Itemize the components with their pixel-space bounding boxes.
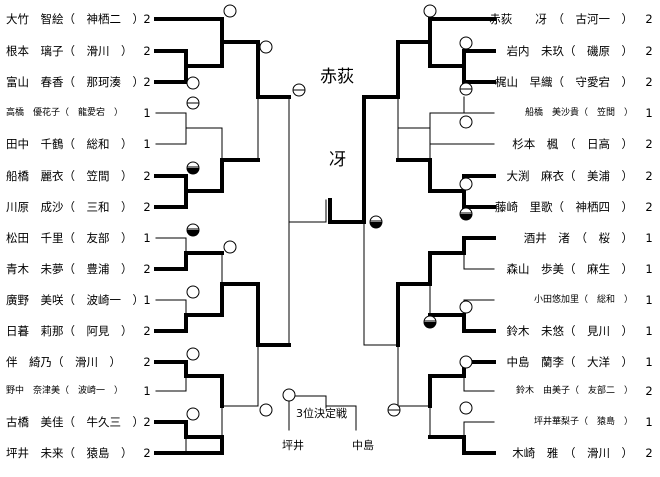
win-mark-icon [459,355,473,369]
right-player-3: 梶山 早織（ 守愛宕 ） [495,75,633,89]
third-place-title: 3位決定戦 [296,407,347,420]
win-mark-icon [459,115,473,129]
win-mark-icon [223,4,237,18]
half-win-mark-icon [459,207,473,221]
right-player-5: 杉本 楓 （ 日高 ） [512,137,633,151]
right-player-11: 鈴木 未悠（ 見川 ） [506,324,634,338]
left-player-10: 廣野 美咲（ 波崎一 ） [6,293,144,307]
left-player-score-10: 1 [143,293,151,307]
win-mark-icon [459,36,473,50]
left-player-12: 伴 綺乃（ 滑川 ） [6,355,121,369]
right-player-score-3: 2 [645,75,653,89]
right-player-15: 木崎 雅 （ 滑川 ） [512,446,633,460]
left-player-score-2: 2 [143,44,151,58]
left-player-5: 田中 千鶴（ 総和 ） [6,137,133,151]
right-player-6: 大渕 麻衣（ 美浦 ） [506,169,634,183]
right-player-12: 中島 蘭李（ 大洋 ） [506,355,634,369]
win-mark-icon [259,403,273,417]
left-player-6: 船橋 麗衣（ 笠間 ） [6,169,133,183]
left-player-score-15: 2 [143,446,151,460]
win-mark-icon [459,300,473,314]
win-mark-icon [223,240,237,254]
right-player-score-2: 2 [645,44,653,58]
left-player-14: 古橋 美佳（ 牛久三 ） [6,415,144,429]
third-place-right-name: 中島 [352,439,374,452]
win-mark-icon [259,40,273,54]
score-minus-mark-icon [387,403,401,417]
right-player-1: 赤荻 冴 （ 古河一 ） [489,12,633,26]
left-player-score-5: 1 [143,137,151,151]
half-win-mark-icon [423,315,437,329]
right-player-7: 藤崎 里歌（ 神栖四 ） [495,200,633,214]
right-player-score-1: 2 [645,12,653,26]
score-minus-mark-icon [186,96,200,110]
third-place-left-name: 坪井 [282,439,304,452]
left-player-3: 富山 春香（ 那珂湊 ） [6,75,144,89]
right-player-4: 船橋 美沙貴（ 笠間 ） [524,108,633,118]
right-player-9: 森山 歩美（ 麻生 ） [506,262,634,276]
right-player-10: 小田悠加里（ 総和 ） [533,295,633,305]
win-mark-icon [282,388,296,402]
win-mark-icon [423,4,437,18]
right-player-2: 岩内 未玖（ 磯原 ） [506,44,634,58]
right-player-score-4: 1 [645,106,653,120]
right-player-score-6: 2 [645,169,653,183]
half-win-mark-icon [186,161,200,175]
right-player-14: 坪井華梨子（ 猿島 ） [533,417,633,427]
left-player-11: 日暮 莉那（ 阿見 ） [6,324,133,338]
left-player-13: 野中 奈津美（ 波崎一 ） [6,386,124,396]
left-player-score-4: 1 [143,106,151,120]
score-minus-mark-icon [292,83,306,97]
right-player-score-13: 2 [645,384,653,398]
win-mark-icon [186,407,200,421]
left-player-score-11: 2 [143,324,151,338]
left-player-score-14: 2 [143,415,151,429]
left-player-2: 根本 璃子（ 滑川 ） [6,44,133,58]
left-player-4: 高橋 優花子（ 龍愛宕 ） [6,108,124,118]
left-player-score-13: 1 [143,384,151,398]
left-player-score-7: 2 [143,200,151,214]
right-player-8: 酒井 渚 （ 桜 ） [523,231,633,245]
left-player-score-9: 2 [143,262,151,276]
left-player-score-6: 2 [143,169,151,183]
half-win-mark-icon [369,215,383,229]
right-player-score-15: 2 [645,446,653,460]
left-player-score-3: 2 [143,75,151,89]
win-mark-icon [186,285,200,299]
right-player-score-12: 1 [645,355,653,369]
score-minus-mark-icon [459,82,473,96]
win-mark-icon [459,401,473,415]
win-mark-icon [186,347,200,361]
right-player-score-14: 1 [645,415,653,429]
right-player-score-7: 2 [645,200,653,214]
left-player-1: 大竹 智絵（ 神栖二 ） [6,12,144,26]
left-player-8: 松田 千里（ 友部 ） [6,231,133,245]
left-player-15: 坪井 未来（ 猿島 ） [6,446,133,460]
right-player-13: 鈴木 由美子（ 友部二 ） [515,386,633,396]
champion-name-given: 冴 [329,150,346,170]
champion-name-surname: 赤荻 [320,67,354,87]
right-player-score-8: 1 [645,231,653,245]
left-player-score-12: 2 [143,355,151,369]
win-mark-icon [186,76,200,90]
right-player-score-10: 1 [645,293,653,307]
right-player-score-5: 2 [645,137,653,151]
win-mark-icon [459,177,473,191]
right-player-score-9: 1 [645,262,653,276]
right-player-score-11: 1 [645,324,653,338]
left-player-score-8: 1 [143,231,151,245]
half-win-mark-icon [186,223,200,237]
left-player-score-1: 2 [143,12,151,26]
left-player-7: 川原 成沙（ 三和 ） [6,200,133,214]
left-player-9: 青木 未夢（ 豊浦 ） [6,262,133,276]
